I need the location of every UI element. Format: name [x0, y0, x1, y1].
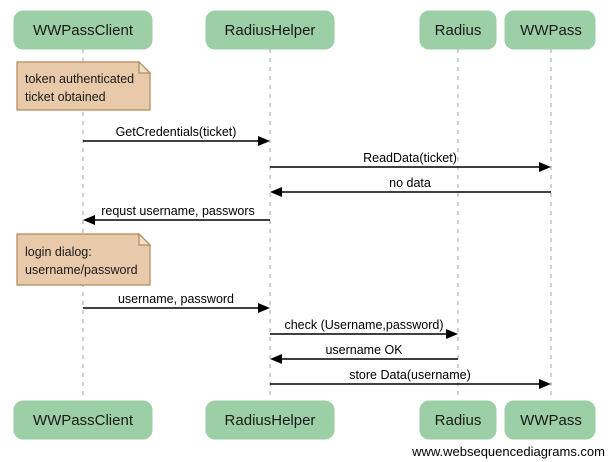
participant-box[interactable] [504, 10, 596, 50]
participant-label: WWPass [520, 412, 582, 429]
participant-box[interactable] [13, 10, 153, 50]
arrowhead-left [270, 354, 282, 364]
note-line-1: token authenticated [25, 72, 134, 86]
note-line-1: login dialog: [25, 245, 92, 259]
message-check-username-password[interactable]: check (Username,password) [270, 318, 458, 339]
arrowhead-right [258, 136, 270, 146]
note-token-authenticated[interactable]: token authenticated ticket obtained [16, 60, 152, 111]
participant-box[interactable] [13, 400, 153, 440]
note-shape[interactable] [16, 61, 151, 111]
arrowhead-right [446, 329, 458, 339]
message-username-password[interactable]: username, password [83, 292, 270, 313]
note-line-2: ticket obtained [25, 90, 106, 104]
arrowhead-right [258, 303, 270, 313]
participant-box[interactable] [419, 400, 497, 440]
participant-radius-bottom[interactable]: Radius [419, 400, 497, 440]
message-label: username OK [325, 343, 403, 357]
participant-label: WWPassClient [33, 412, 134, 429]
message-label: GetCredentials(ticket) [116, 125, 237, 139]
participant-label: Radius [435, 412, 482, 429]
participant-label: Radius [435, 22, 482, 39]
participant-wwpassclient-bottom[interactable]: WWPassClient [13, 400, 153, 440]
participant-box[interactable] [205, 400, 335, 440]
arrowhead-left [83, 215, 95, 225]
participant-wwpassclient-top[interactable]: WWPassClient [13, 10, 153, 50]
note-line-2: username/password [25, 263, 138, 277]
message-label: check (Username,password) [284, 318, 443, 332]
arrowhead-left [270, 187, 282, 197]
participant-radiushelper-top[interactable]: RadiusHelper [205, 10, 335, 50]
message-label: no data [389, 176, 431, 190]
participant-label: RadiusHelper [225, 22, 316, 39]
note-login-dialog[interactable]: login dialog: username/password [16, 232, 152, 286]
participant-wwpass-top[interactable]: WWPass [504, 10, 596, 50]
message-request-username-password[interactable]: requst username, passwors [83, 204, 270, 225]
note-fold-corner [138, 60, 152, 74]
note-shape[interactable] [16, 233, 151, 286]
message-store-data[interactable]: store Data(username) [270, 368, 551, 389]
message-readdata[interactable]: ReadData(ticket) [270, 151, 551, 172]
participant-box[interactable] [419, 10, 497, 50]
lifelines [82, 49, 552, 400]
arrowhead-right [539, 162, 551, 172]
participant-box[interactable] [205, 10, 335, 50]
message-label: store Data(username) [349, 368, 471, 382]
participant-radius-top[interactable]: Radius [419, 10, 497, 50]
message-label: username, password [118, 292, 234, 306]
message-username-ok[interactable]: username OK [270, 343, 458, 364]
participant-label: WWPass [520, 22, 582, 39]
participant-radiushelper-bottom[interactable]: RadiusHelper [205, 400, 335, 440]
participant-footer-row: WWPassClient RadiusHelper Radius WWPass [13, 400, 596, 440]
footer-credit: www.websequencediagrams.com [411, 444, 605, 459]
message-label: requst username, passwors [101, 204, 255, 218]
message-no-data[interactable]: no data [270, 176, 551, 197]
note-fold-corner [138, 232, 152, 246]
message-label: ReadData(ticket) [363, 151, 457, 165]
participant-box[interactable] [504, 400, 596, 440]
participant-label: WWPassClient [33, 22, 134, 39]
participant-header-row: WWPassClient RadiusHelper Radius WWPass [13, 10, 596, 50]
participant-label: RadiusHelper [225, 412, 316, 429]
message-getcredentials[interactable]: GetCredentials(ticket) [83, 125, 270, 146]
participant-wwpass-bottom[interactable]: WWPass [504, 400, 596, 440]
arrowhead-right [539, 379, 551, 389]
